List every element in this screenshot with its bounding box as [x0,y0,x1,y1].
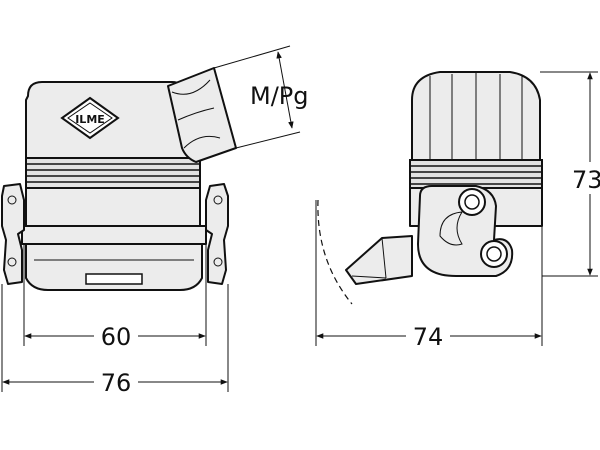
left-lever [1,183,25,285]
base-skirt [25,243,203,291]
right-lever [205,183,229,285]
dim-73-label: 73 [572,166,600,194]
side-view [317,71,543,305]
side-cable-entry [345,235,413,285]
hood-rib-band [25,157,201,189]
dim-74: 74 [315,200,543,351]
logo-text: ILME [75,113,105,126]
dim-73: 73 [540,71,600,277]
dim-60-label: 60 [101,323,132,351]
cable-entry-dimension: M/Pg [213,45,309,149]
dim-74-label: 74 [413,323,444,351]
dim-76: 76 [1,284,229,397]
base-plate [21,225,207,245]
lever-swing-arc [317,199,353,305]
base-slot [85,273,143,285]
housing-lower [25,187,201,227]
lever-pivot-top [458,188,486,216]
front-view: ILME [1,67,237,291]
dim-60: 60 [23,244,207,351]
ilme-logo: ILME [60,96,120,140]
cable-entry-label: M/Pg [250,82,309,110]
cable-entry-front [167,67,237,163]
dim-76-label: 76 [101,369,132,397]
lever-pivot-bottom [480,240,508,268]
